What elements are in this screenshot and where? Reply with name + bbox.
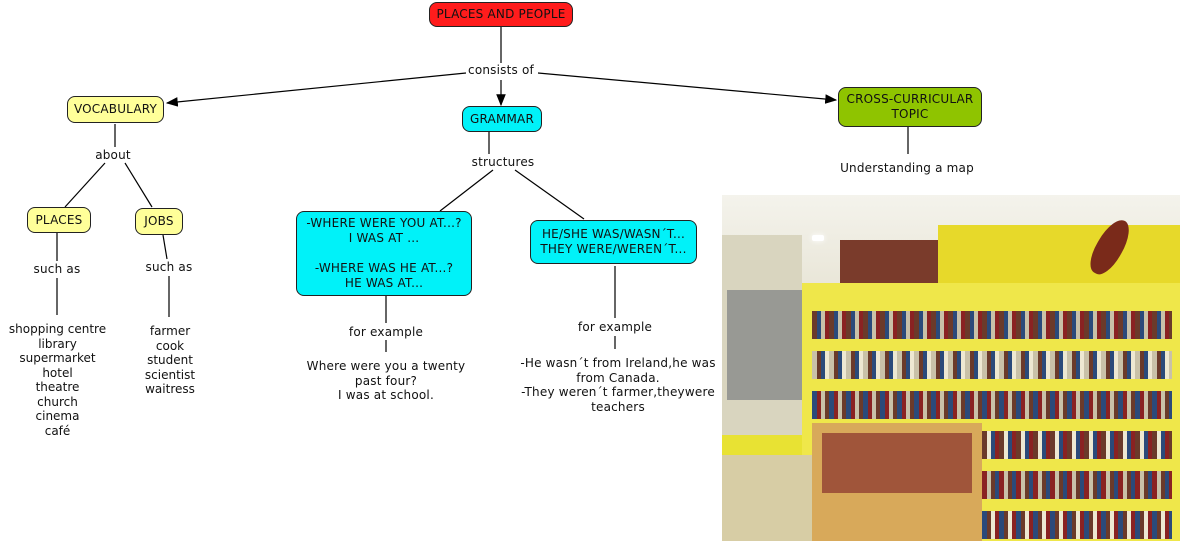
list-item: waitress xyxy=(134,382,206,397)
link-label-about: about xyxy=(92,148,134,162)
link-consists-cross xyxy=(538,73,836,100)
list-item: church xyxy=(0,395,115,410)
link-label-such-as-places: such as xyxy=(30,262,84,276)
jobs-list: farmer cook student scientist waitress xyxy=(134,324,206,397)
example-text-1: Where were you a twenty past four? I was… xyxy=(296,359,476,403)
vocabulary-node[interactable]: VOCABULARY xyxy=(67,96,164,123)
list-item: cook xyxy=(134,339,206,354)
list-item: scientist xyxy=(134,368,206,383)
where-were-you-node[interactable]: -WHERE WERE YOU AT...? I WAS AT ... -WHE… xyxy=(296,211,472,296)
root-node-places-and-people[interactable]: PLACES AND PEOPLE xyxy=(429,2,573,27)
he-she-was-node[interactable]: HE/SHE WAS/WASN´T... THEY WERE/WEREN´T..… xyxy=(530,220,697,264)
places-list: shopping centre library supermarket hote… xyxy=(0,322,115,438)
list-item: farmer xyxy=(134,324,206,339)
link-label-for-example-2: for example xyxy=(575,320,655,334)
bookshop-photo xyxy=(722,195,1180,541)
link-jobs-suchas xyxy=(163,235,167,259)
list-item: library xyxy=(0,337,115,352)
jobs-node[interactable]: JOBS xyxy=(135,208,183,235)
list-item: student xyxy=(134,353,206,368)
link-structures-heshe xyxy=(515,170,584,219)
list-item: shopping centre xyxy=(0,322,115,337)
link-structures-where xyxy=(440,170,493,211)
list-item: theatre xyxy=(0,380,115,395)
photo-glass-window xyxy=(727,290,802,400)
list-item: hotel xyxy=(0,366,115,381)
link-label-structures: structures xyxy=(468,155,538,169)
list-item: cinema xyxy=(0,409,115,424)
link-label-such-as-jobs: such as xyxy=(142,260,196,274)
places-node[interactable]: PLACES xyxy=(27,207,91,233)
ceiling-light-2 xyxy=(812,235,824,241)
book-row xyxy=(812,311,1172,339)
link-about-places xyxy=(65,163,105,207)
list-item: supermarket xyxy=(0,351,115,366)
book-row xyxy=(812,351,1172,379)
link-about-jobs xyxy=(125,163,152,207)
link-consists-vocabulary xyxy=(167,73,466,103)
link-label-for-example-1: for example xyxy=(346,325,426,339)
grammar-node[interactable]: GRAMMAR xyxy=(462,106,542,132)
link-label-consists-of: consists of xyxy=(466,63,536,77)
list-item: café xyxy=(0,424,115,439)
understanding-a-map-text: Understanding a map xyxy=(836,161,978,176)
display-table-books xyxy=(822,433,972,493)
cross-curricular-node[interactable]: CROSS-CURRICULAR TOPIC xyxy=(838,87,982,127)
example-text-2: -He wasn´t from Ireland,he was from Cana… xyxy=(516,356,720,414)
book-row xyxy=(812,391,1172,419)
